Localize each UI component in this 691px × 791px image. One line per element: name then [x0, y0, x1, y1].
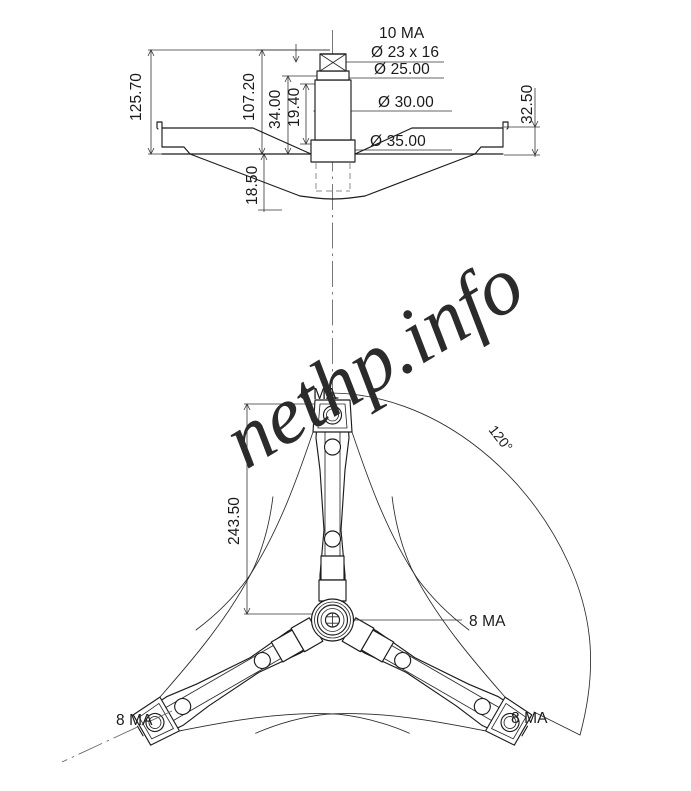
- watermark-text: nethp.info: [208, 237, 538, 485]
- dimension-label-19-40: 19.40: [286, 87, 303, 127]
- spider-bowl-bottom: [315, 197, 351, 200]
- callout-10-ma: 10 MA: [379, 25, 425, 42]
- hidden-bore: [315, 163, 351, 192]
- callout-dia-35: Ø 35.00: [370, 133, 426, 150]
- callout-8-ma-left: 8 MA: [116, 712, 153, 729]
- dimension-label-107-20: 107.20: [241, 73, 258, 121]
- callout-dia-25: Ø 25.00: [374, 61, 430, 78]
- leader-8-ma-right: 8 MA: [511, 710, 548, 727]
- dimension-label-34-00: 34.00: [267, 89, 284, 129]
- dimension-label-32-50: 32.50: [519, 84, 536, 124]
- callout-8-ma-top: 8 MA: [300, 386, 337, 403]
- plan-hub-overlay: [310, 598, 355, 642]
- dimension-32-50: 32.50: [504, 84, 540, 157]
- spider-arm-up: 8 MA: [195, 386, 470, 631]
- spider-arm-lower-left: [255, 496, 533, 746]
- side-view-leaders: [344, 61, 452, 151]
- callout-8-ma-hub: 8 MA: [469, 613, 506, 630]
- spider-profile-left: [156, 121, 317, 199]
- spider-profile-right: [349, 121, 509, 199]
- plan-view-group: 120° 243.50: [61, 386, 592, 763]
- leader-8-ma-left: 8 MA: [61, 710, 173, 763]
- callout-8-ma-right: 8 MA: [511, 710, 548, 727]
- dimension-label-18-50: 18.50: [244, 165, 261, 205]
- spider-arm-lower-right: [132, 496, 410, 746]
- dimension-label-243-50: 243.50: [226, 497, 243, 545]
- side-view-group: 125.70 107.20 34.00: [128, 25, 540, 212]
- dimension-18-50: 18.50: [244, 153, 282, 212]
- callout-dia-30: Ø 30.00: [378, 94, 434, 111]
- leader-8-ma-hub: 8 MA: [354, 613, 506, 630]
- angle-label-120: 120°: [486, 422, 516, 455]
- callout-dia-23x16: Ø 23 x 16: [371, 44, 439, 61]
- dimension-label-125-70: 125.70: [128, 73, 145, 121]
- shaft-section: [310, 53, 356, 163]
